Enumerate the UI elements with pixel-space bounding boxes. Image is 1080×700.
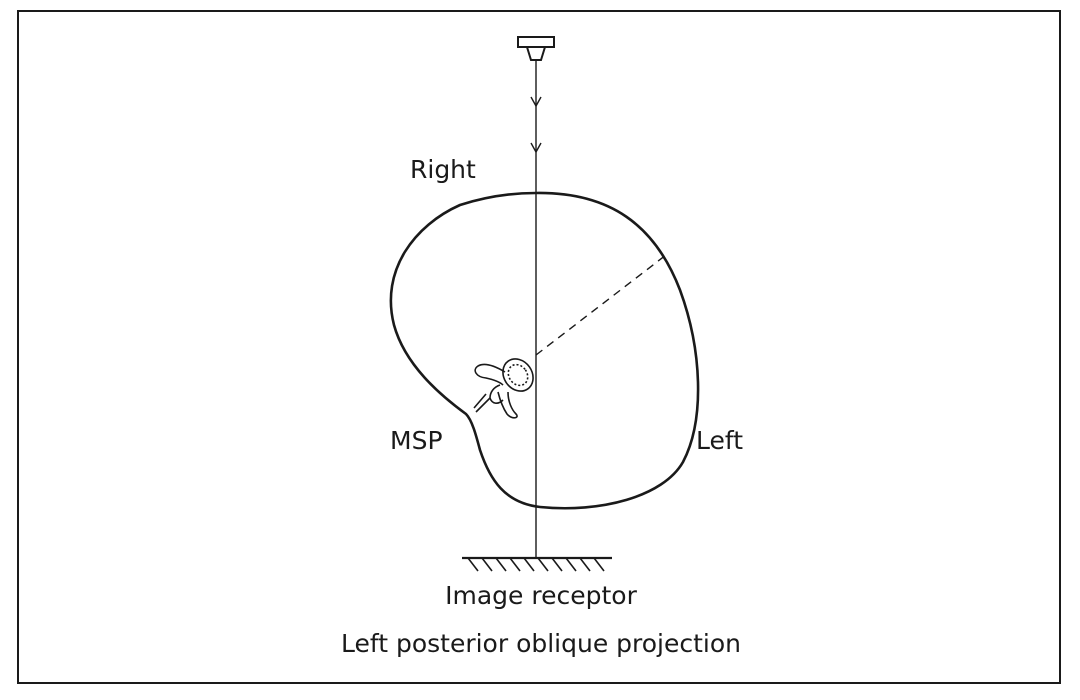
label-right: Right <box>410 155 476 184</box>
x-ray-tube-icon <box>517 36 555 61</box>
ray-direction-arrows <box>530 96 542 154</box>
label-msp: MSP <box>390 426 443 455</box>
label-image-receptor: Image receptor <box>445 581 637 610</box>
image-receptor-base <box>462 556 612 572</box>
label-left: Left <box>696 426 744 455</box>
vertebra-icon <box>473 358 534 419</box>
patient-body-outline <box>389 191 700 510</box>
label-projection: Left posterior oblique projection <box>340 629 742 658</box>
figure-frame <box>17 10 1061 684</box>
midsagittal-plane-line <box>535 254 667 356</box>
